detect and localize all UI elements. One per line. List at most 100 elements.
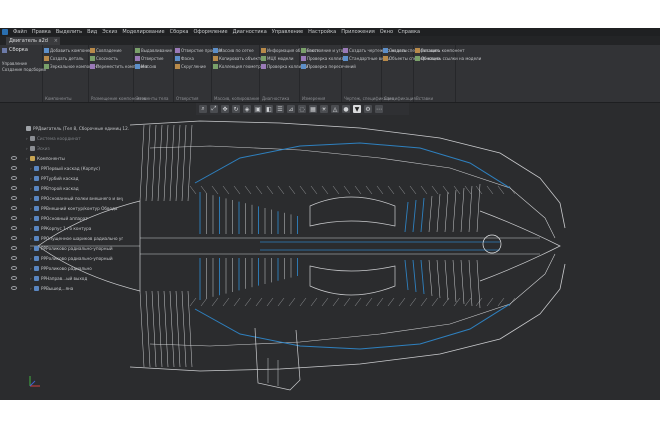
visibility-eye-icon[interactable] (11, 186, 17, 190)
filter-icon[interactable]: ▼ (353, 105, 361, 113)
visibility-eye-icon[interactable] (11, 276, 17, 280)
tree-item[interactable]: ›PPОсновный аппарат (0, 214, 130, 223)
ribbon-tool-button[interactable]: Проверка пересечений (307, 64, 356, 69)
visibility-eye-icon[interactable] (11, 176, 17, 180)
expand-arrow-icon[interactable]: › (30, 256, 32, 261)
tree-root[interactable]: PPДвигатель (Тел 8, Сборочные единиц 12.… (0, 124, 130, 133)
expand-arrow-icon[interactable]: › (30, 276, 32, 281)
tree-item[interactable]: ›PPВышед...яна (0, 284, 130, 293)
perspective-icon[interactable]: ◬ (331, 105, 339, 113)
tree-item[interactable]: ›PPРоликово радиально-упорный (0, 244, 130, 253)
ribbon-tool-button[interactable]: Информация об объекте (267, 48, 320, 53)
engine-section-drawing[interactable] (0, 28, 660, 400)
ribbon-tool-button[interactable]: Создать чертеж по модели (349, 48, 407, 53)
visibility-eye-icon[interactable] (11, 206, 17, 210)
ribbon-tool-button[interactable]: Проверка коллизий (307, 56, 349, 61)
ribbon-subassembly-button[interactable]: Создание подсборки (2, 67, 47, 72)
expand-arrow-icon[interactable]: › (30, 186, 32, 191)
visibility-eye-icon[interactable] (11, 256, 17, 260)
tree-item[interactable]: ›PPПервый каскад (Корпус) (0, 164, 130, 173)
ribbon-tool-button[interactable]: Создать деталь (50, 56, 84, 61)
visibility-eye-icon[interactable] (11, 196, 17, 200)
ribbon-tool-button[interactable]: Вставить компонент (421, 48, 465, 53)
ribbon-tool-button[interactable]: Массив (141, 64, 157, 69)
tree-item[interactable]: ›PPОпущенное шариков радиально упо (0, 234, 130, 243)
ribbon-tool-button[interactable]: Переместить компонент (96, 64, 148, 69)
ribbon-tool-button[interactable]: Проверка коллизий (267, 64, 309, 69)
menu-file[interactable]: Файл (13, 29, 27, 35)
settings-icon[interactable]: ⚙ (364, 105, 372, 113)
menu-settings[interactable]: Настройка (308, 29, 337, 35)
ribbon-tool-button[interactable]: Обновить ссылки на модели (421, 56, 482, 61)
tree-item[interactable]: ›PPРоликово радиально (0, 264, 130, 273)
layers-icon[interactable]: ☰ (276, 105, 284, 113)
ribbon-tool-button[interactable]: Соосность (96, 56, 118, 61)
menu-apps[interactable]: Приложения (341, 29, 375, 35)
menu-window[interactable]: Окно (379, 29, 394, 35)
tree-item[interactable]: ›PPКорпус 1-го контура (0, 224, 130, 233)
ribbon-assembly-button[interactable]: Сборка (9, 47, 28, 53)
ribbon-tool-button[interactable]: Массив по сетке (219, 48, 254, 53)
menu-select[interactable]: Выделить (55, 29, 83, 35)
ribbon-tool-button[interactable]: Добавить компонент (50, 48, 95, 53)
tree-item[interactable]: ›PPТурбий каскад (0, 174, 130, 183)
tree-item[interactable]: ›Система координат (0, 134, 130, 143)
menu-view[interactable]: Вид (87, 29, 98, 35)
ribbon-tool-button[interactable]: Стандартные виды (349, 56, 390, 61)
ribbon-tool-button[interactable]: Фаска (181, 56, 194, 61)
visibility-eye-icon[interactable] (11, 216, 17, 220)
pan-icon[interactable]: ✥ (221, 105, 229, 113)
ribbon-manage-button[interactable]: Управление (2, 61, 28, 66)
ribbon-tool-button[interactable]: Отверстие (141, 56, 164, 61)
expand-arrow-icon[interactable]: › (30, 216, 32, 221)
ribbon-tool-button[interactable]: Копировать объекты (219, 56, 264, 61)
tree-item[interactable]: ›Компоненты (0, 154, 130, 163)
expand-arrow-icon[interactable]: › (30, 176, 32, 181)
menu-diagnostics[interactable]: Диагностика (232, 29, 267, 35)
visibility-eye-icon[interactable] (11, 236, 17, 240)
visibility-eye-icon[interactable] (11, 156, 17, 160)
expand-arrow-icon[interactable]: › (30, 166, 32, 171)
visibility-eye-icon[interactable] (11, 226, 17, 230)
expand-arrow-icon[interactable]: › (30, 226, 32, 231)
tree-item[interactable]: ›Эскиз (0, 144, 130, 153)
ribbon-tool-button[interactable]: Коллекция геометрии (219, 64, 266, 69)
visibility-eye-icon[interactable] (11, 286, 17, 290)
ribbon-tool-button[interactable]: Расстояние и угол (307, 48, 346, 53)
menu-help[interactable]: Справка (398, 29, 421, 35)
light-icon[interactable]: ☀ (320, 105, 328, 113)
expand-arrow-icon[interactable]: › (30, 266, 32, 271)
ribbon-tool-button[interactable]: Совпадение (96, 48, 122, 53)
grid-icon[interactable]: ▦ (309, 105, 317, 113)
close-icon[interactable]: × (53, 38, 58, 44)
tree-item[interactable]: ›PPРоликово радиально-упорный (0, 254, 130, 263)
expand-arrow-icon[interactable]: › (30, 196, 32, 201)
ribbon-tool-button[interactable]: Отверстие простое (181, 48, 222, 53)
menu-edit[interactable]: Правка (31, 29, 51, 35)
tree-item[interactable]: ›PPОснованный полки внешнего и внут (0, 194, 130, 203)
expand-arrow-icon[interactable]: › (26, 146, 28, 151)
expand-arrow-icon[interactable]: › (26, 136, 28, 141)
section-icon[interactable]: ◧ (265, 105, 273, 113)
display-style-icon[interactable]: ▣ (254, 105, 262, 113)
ribbon-tool-button[interactable]: Выдавливание (141, 48, 173, 53)
menu-manage[interactable]: Управление (271, 29, 304, 35)
expand-arrow-icon[interactable]: › (26, 156, 28, 161)
menu-sketch[interactable]: Эскиз (102, 29, 118, 35)
expand-arrow-icon[interactable]: › (30, 236, 32, 241)
menu-modeling[interactable]: Моделирование (122, 29, 165, 35)
menu-assembly[interactable]: Сборка (169, 29, 189, 35)
ribbon-tool-button[interactable]: Объекты спецификации (389, 56, 441, 61)
expand-arrow-icon[interactable]: › (30, 206, 32, 211)
hide-icon[interactable]: ◌ (298, 105, 306, 113)
expand-arrow-icon[interactable]: › (30, 246, 32, 251)
rotate-icon[interactable]: ↻ (232, 105, 240, 113)
visibility-eye-icon[interactable] (11, 266, 17, 270)
view-orientation-icon[interactable]: ◈ (243, 105, 251, 113)
ribbon-tool-button[interactable]: Скругление (181, 64, 206, 69)
ribbon-tool-button[interactable]: МЦХ модели (267, 56, 294, 61)
zoom-fit-icon[interactable]: ⤢ (210, 105, 218, 113)
visibility-eye-icon[interactable] (11, 246, 17, 250)
document-tab[interactable]: Двигатель а2d × (6, 37, 60, 45)
visibility-eye-icon[interactable] (11, 166, 17, 170)
